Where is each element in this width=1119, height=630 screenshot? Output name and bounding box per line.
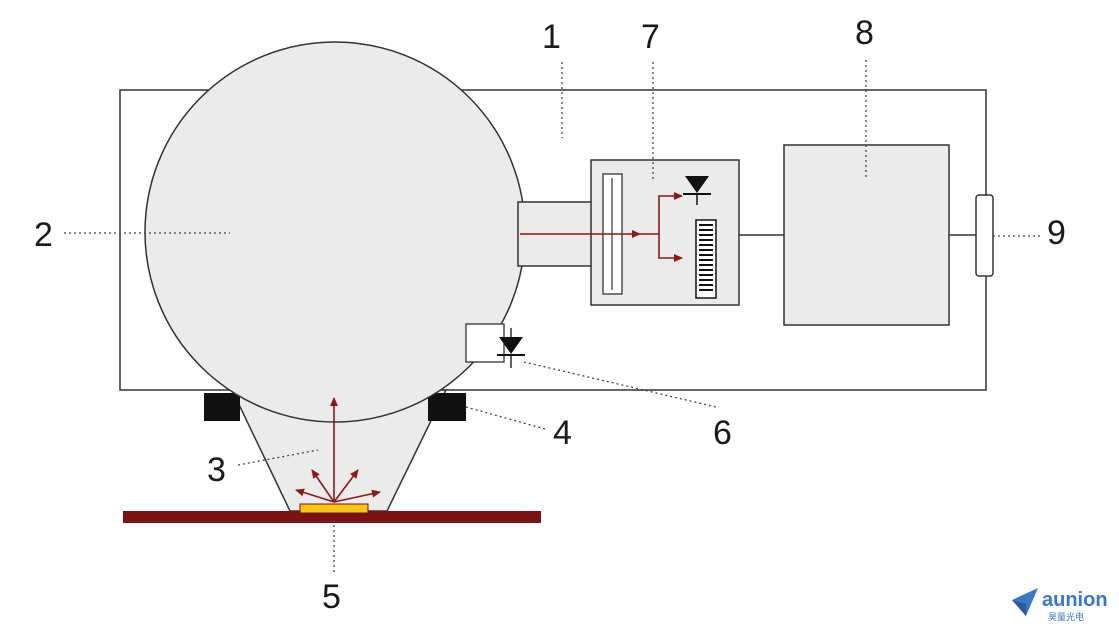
reference-diode-icon bbox=[497, 328, 525, 368]
reference-detector-box bbox=[465, 323, 505, 363]
label-6: 6 bbox=[713, 414, 732, 452]
sample-base bbox=[123, 511, 541, 523]
label-1: 1 bbox=[542, 18, 561, 56]
label-5: 5 bbox=[322, 578, 341, 616]
aunion-logo: aunion 昊量光电 bbox=[1012, 588, 1108, 623]
reflected-rays bbox=[295, 397, 381, 503]
sample bbox=[299, 503, 369, 514]
integrating-sphere bbox=[144, 41, 526, 423]
leader-3 bbox=[237, 449, 319, 466]
photodiode-icon bbox=[683, 176, 711, 205]
light-ray-branch-2 bbox=[658, 234, 683, 262]
logo-name: aunion bbox=[1042, 589, 1108, 611]
label-8: 8 bbox=[855, 14, 874, 52]
output-connector bbox=[975, 194, 994, 277]
mount-pad-left bbox=[204, 393, 240, 421]
leader-6 bbox=[523, 361, 717, 408]
label-4: 4 bbox=[553, 414, 572, 452]
label-2: 2 bbox=[34, 216, 53, 254]
mount-pad-right bbox=[428, 393, 466, 421]
sphere-cone-joint bbox=[242, 388, 436, 392]
detector-array-icon bbox=[695, 219, 717, 299]
label-9: 9 bbox=[1047, 214, 1066, 252]
label-3: 3 bbox=[207, 451, 226, 489]
logo-subtitle: 昊量光电 bbox=[1048, 611, 1084, 623]
leader-4 bbox=[465, 406, 546, 430]
label-7: 7 bbox=[641, 18, 660, 56]
paper-plane-icon bbox=[1012, 588, 1038, 616]
light-ray-branch bbox=[640, 192, 683, 235]
